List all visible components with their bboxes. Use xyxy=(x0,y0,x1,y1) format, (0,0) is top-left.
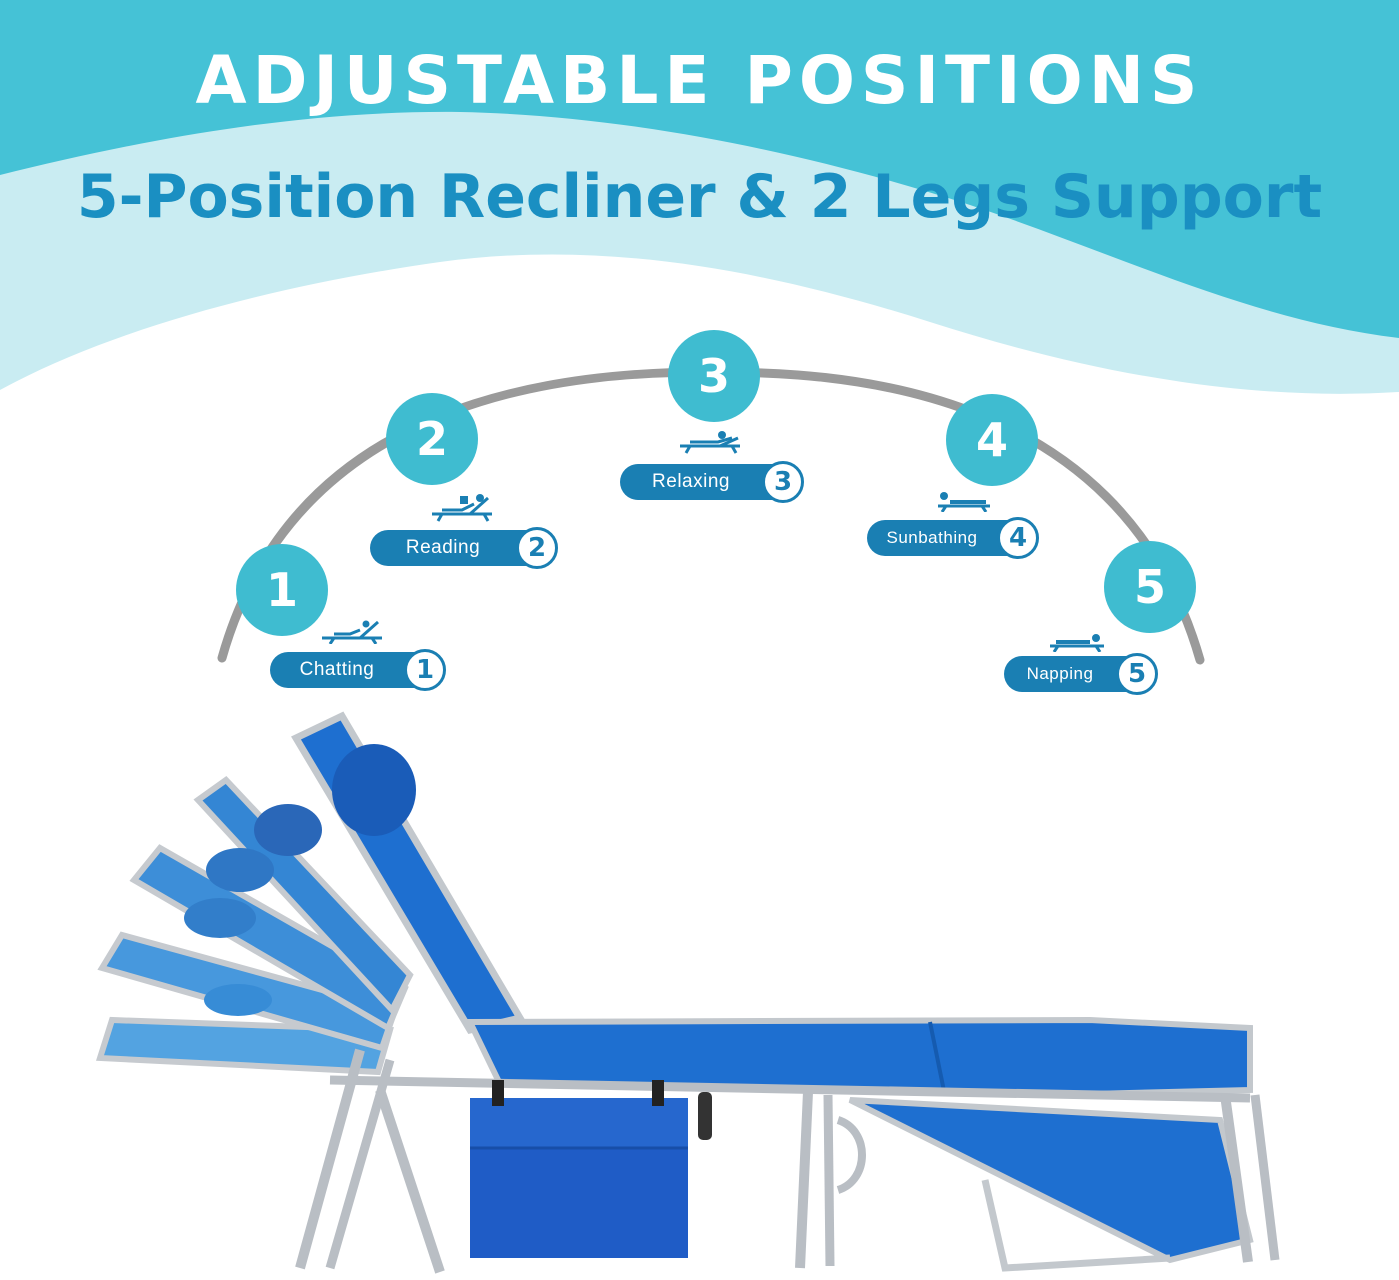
page-title: ADJUSTABLE POSITIONS xyxy=(195,42,1204,119)
pill-text: Chatting xyxy=(299,659,375,680)
pill-number-badge: 1 xyxy=(404,649,446,691)
pill-number-badge: 5 xyxy=(1116,653,1158,695)
pill-number-badge: 4 xyxy=(997,517,1039,559)
sunbathing-pose-icon xyxy=(938,492,990,512)
napping-pose-icon xyxy=(1050,634,1104,652)
pill-text: Napping xyxy=(1026,664,1094,683)
page-subtitle: 5-Position Recliner & 2 Legs Support xyxy=(76,162,1323,232)
position-circle-2: 2 xyxy=(386,393,478,485)
pill-text: Relaxing xyxy=(652,471,730,492)
reading-pose-icon xyxy=(432,494,492,522)
chatting-pose-icon xyxy=(322,620,382,644)
position-label-chatting: Chatting 1 xyxy=(270,649,446,691)
lounge-chair-illustration xyxy=(95,711,1280,1274)
position-label-relaxing: Relaxing 3 xyxy=(620,461,804,503)
position-label-napping: Napping 5 xyxy=(1004,653,1158,695)
position-circle-3: 3 xyxy=(668,330,760,422)
pill-number-badge: 2 xyxy=(516,527,558,569)
position-label-reading: Reading 2 xyxy=(370,527,558,569)
position-label-sunbathing: Sunbathing 4 xyxy=(867,517,1039,559)
relaxing-pose-icon xyxy=(680,431,740,454)
position-circle-1: 1 xyxy=(236,544,328,636)
pill-number-badge: 3 xyxy=(762,461,804,503)
pill-text: Reading xyxy=(405,537,481,558)
wave-dark-band xyxy=(0,0,1399,338)
position-circle-4: 4 xyxy=(946,394,1038,486)
pill-text: Sunbathing xyxy=(886,528,978,547)
position-circle-5: 5 xyxy=(1104,541,1196,633)
